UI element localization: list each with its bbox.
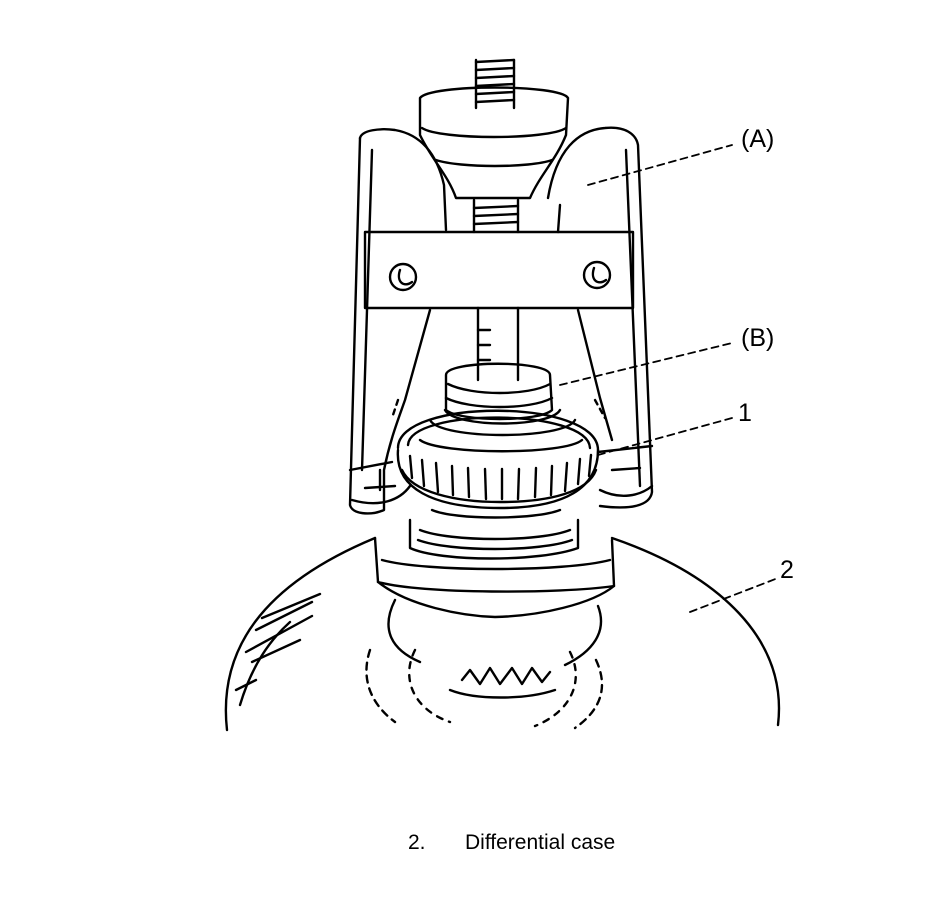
caption-text: Differential case: [465, 831, 616, 854]
callout-2: 2: [780, 556, 794, 584]
callout-a: (A): [741, 125, 775, 153]
leader-line-2: [690, 578, 778, 612]
caption-number: 2.: [408, 831, 426, 854]
callout-b: (B): [741, 324, 775, 352]
differential-case: [226, 538, 779, 730]
tapered-roller-bearing: [398, 410, 598, 508]
callout-1: 1: [738, 399, 752, 427]
adapter-b: [446, 364, 552, 419]
leader-line-b: [560, 343, 732, 385]
bearing-seat: [410, 510, 578, 559]
bearing-puller-a: [350, 60, 652, 513]
leader-line-1: [598, 418, 732, 455]
leader-line-a: [588, 145, 732, 185]
